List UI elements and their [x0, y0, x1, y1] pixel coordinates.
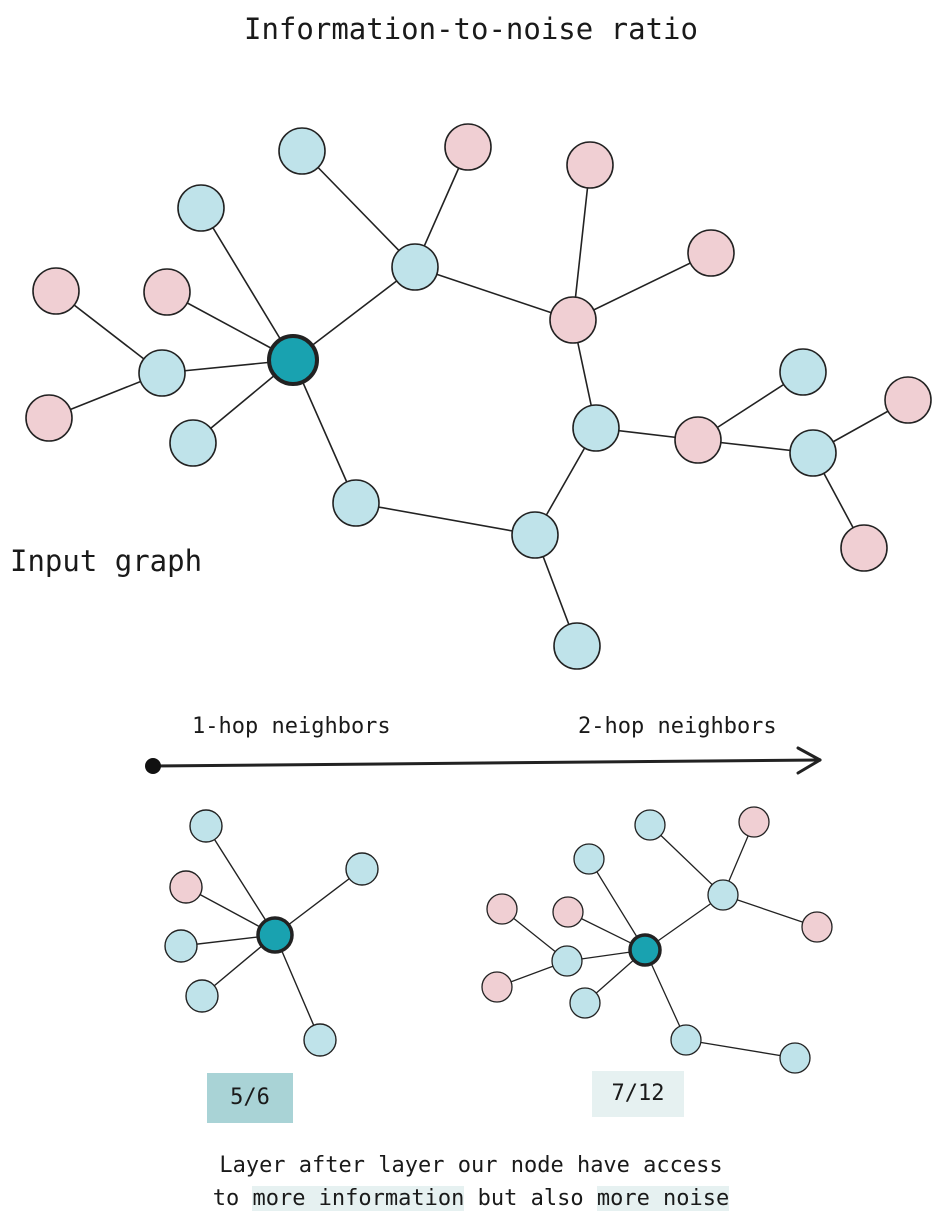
input-graph-edge	[414, 266, 574, 321]
input-graph-edge	[200, 207, 294, 361]
one-hop-graph-noise-node	[169, 870, 203, 904]
input-graph-noise-node	[32, 267, 80, 315]
one-hop-graph-information-node	[345, 852, 379, 886]
one-hop-graph-information-node	[164, 929, 198, 963]
two-hop-graph-information-node	[707, 879, 739, 911]
input-graph-information-node	[278, 127, 326, 175]
two-hop-graph-information-node	[573, 843, 605, 875]
input-graph-noise-node	[444, 123, 492, 171]
two-hop-graph-information-node	[551, 945, 583, 977]
one-hop-graph-edge	[274, 934, 321, 1041]
one-hop-label: 1-hop neighbors	[192, 714, 391, 739]
two-hop-graph-edge	[685, 1039, 796, 1059]
input-graph-noise-node	[25, 394, 73, 442]
two-hop-graph-noise-node	[801, 911, 833, 943]
input-graph-noise-node	[549, 296, 597, 344]
more-information-highlight: more information	[252, 1186, 465, 1211]
two-hop-graph-noise-node	[481, 971, 513, 1003]
caption-line-1: Layer after layer our node have access	[219, 1153, 723, 1178]
two-hop-graph-edge	[588, 858, 646, 951]
two-hop-ratio-badge: 7/12	[592, 1071, 684, 1117]
hop-axis-line	[151, 758, 822, 768]
input-graph-center-node	[267, 334, 319, 386]
caption: Layer after layer our node have access t…	[0, 1149, 942, 1215]
input-graph-noise-node	[143, 268, 191, 316]
caption-text: but also	[464, 1186, 597, 1211]
two-hop-graph-noise-node	[552, 896, 584, 928]
two-hop-graph-center-node	[628, 933, 662, 967]
one-hop-ratio-badge: 5/6	[207, 1073, 293, 1123]
input-graph-edge	[355, 502, 536, 536]
hop-axis-arrowhead	[796, 746, 822, 762]
input-graph-edge	[572, 164, 591, 321]
two-hop-graph-noise-node	[486, 893, 518, 925]
input-graph-information-node	[138, 349, 186, 397]
hop-axis-start-dot	[145, 758, 161, 774]
one-hop-graph-center-node	[256, 916, 294, 954]
caption-line-2: to more information but also more noise	[0, 1182, 942, 1215]
input-graph-edge	[301, 150, 416, 268]
input-graph-information-node	[332, 479, 380, 527]
input-graph-noise-node	[840, 524, 888, 572]
caption-text: to	[212, 1186, 253, 1211]
input-graph-information-node	[789, 429, 837, 477]
one-hop-graph-information-node	[185, 979, 219, 1013]
two-hop-graph-information-node	[670, 1024, 702, 1056]
two-hop-graph-edge	[722, 894, 818, 928]
input-graph-information-node	[177, 184, 225, 232]
input-graph-noise-node	[687, 229, 735, 277]
diagram-title: Information-to-noise ratio	[244, 12, 698, 46]
two-hop-graph-information-node	[779, 1042, 811, 1074]
input-graph-noise-node	[674, 416, 722, 464]
one-hop-graph-information-node	[303, 1023, 337, 1057]
input-graph-information-node	[169, 419, 217, 467]
two-hop-graph-information-node	[634, 809, 666, 841]
input-graph-information-node	[391, 243, 439, 291]
input-graph-information-node	[511, 511, 559, 559]
two-hop-label: 2-hop neighbors	[578, 714, 777, 739]
two-hop-graph-edge	[649, 824, 724, 896]
input-graph-information-node	[553, 622, 601, 670]
input-graph-edge	[292, 359, 357, 504]
one-hop-graph-information-node	[189, 809, 223, 843]
hop-axis-arrowhead	[796, 758, 822, 775]
input-graph-information-node	[572, 404, 620, 452]
two-hop-graph-information-node	[569, 987, 601, 1019]
input-graph-noise-node	[884, 376, 932, 424]
input-graph-label: Input graph	[10, 544, 203, 578]
input-graph-noise-node	[566, 141, 614, 189]
two-hop-graph-noise-node	[738, 806, 770, 838]
input-graph-edge	[572, 252, 712, 321]
more-noise-highlight: more noise	[596, 1186, 730, 1211]
one-hop-graph-edge	[205, 825, 276, 936]
input-graph-information-node	[779, 348, 827, 396]
